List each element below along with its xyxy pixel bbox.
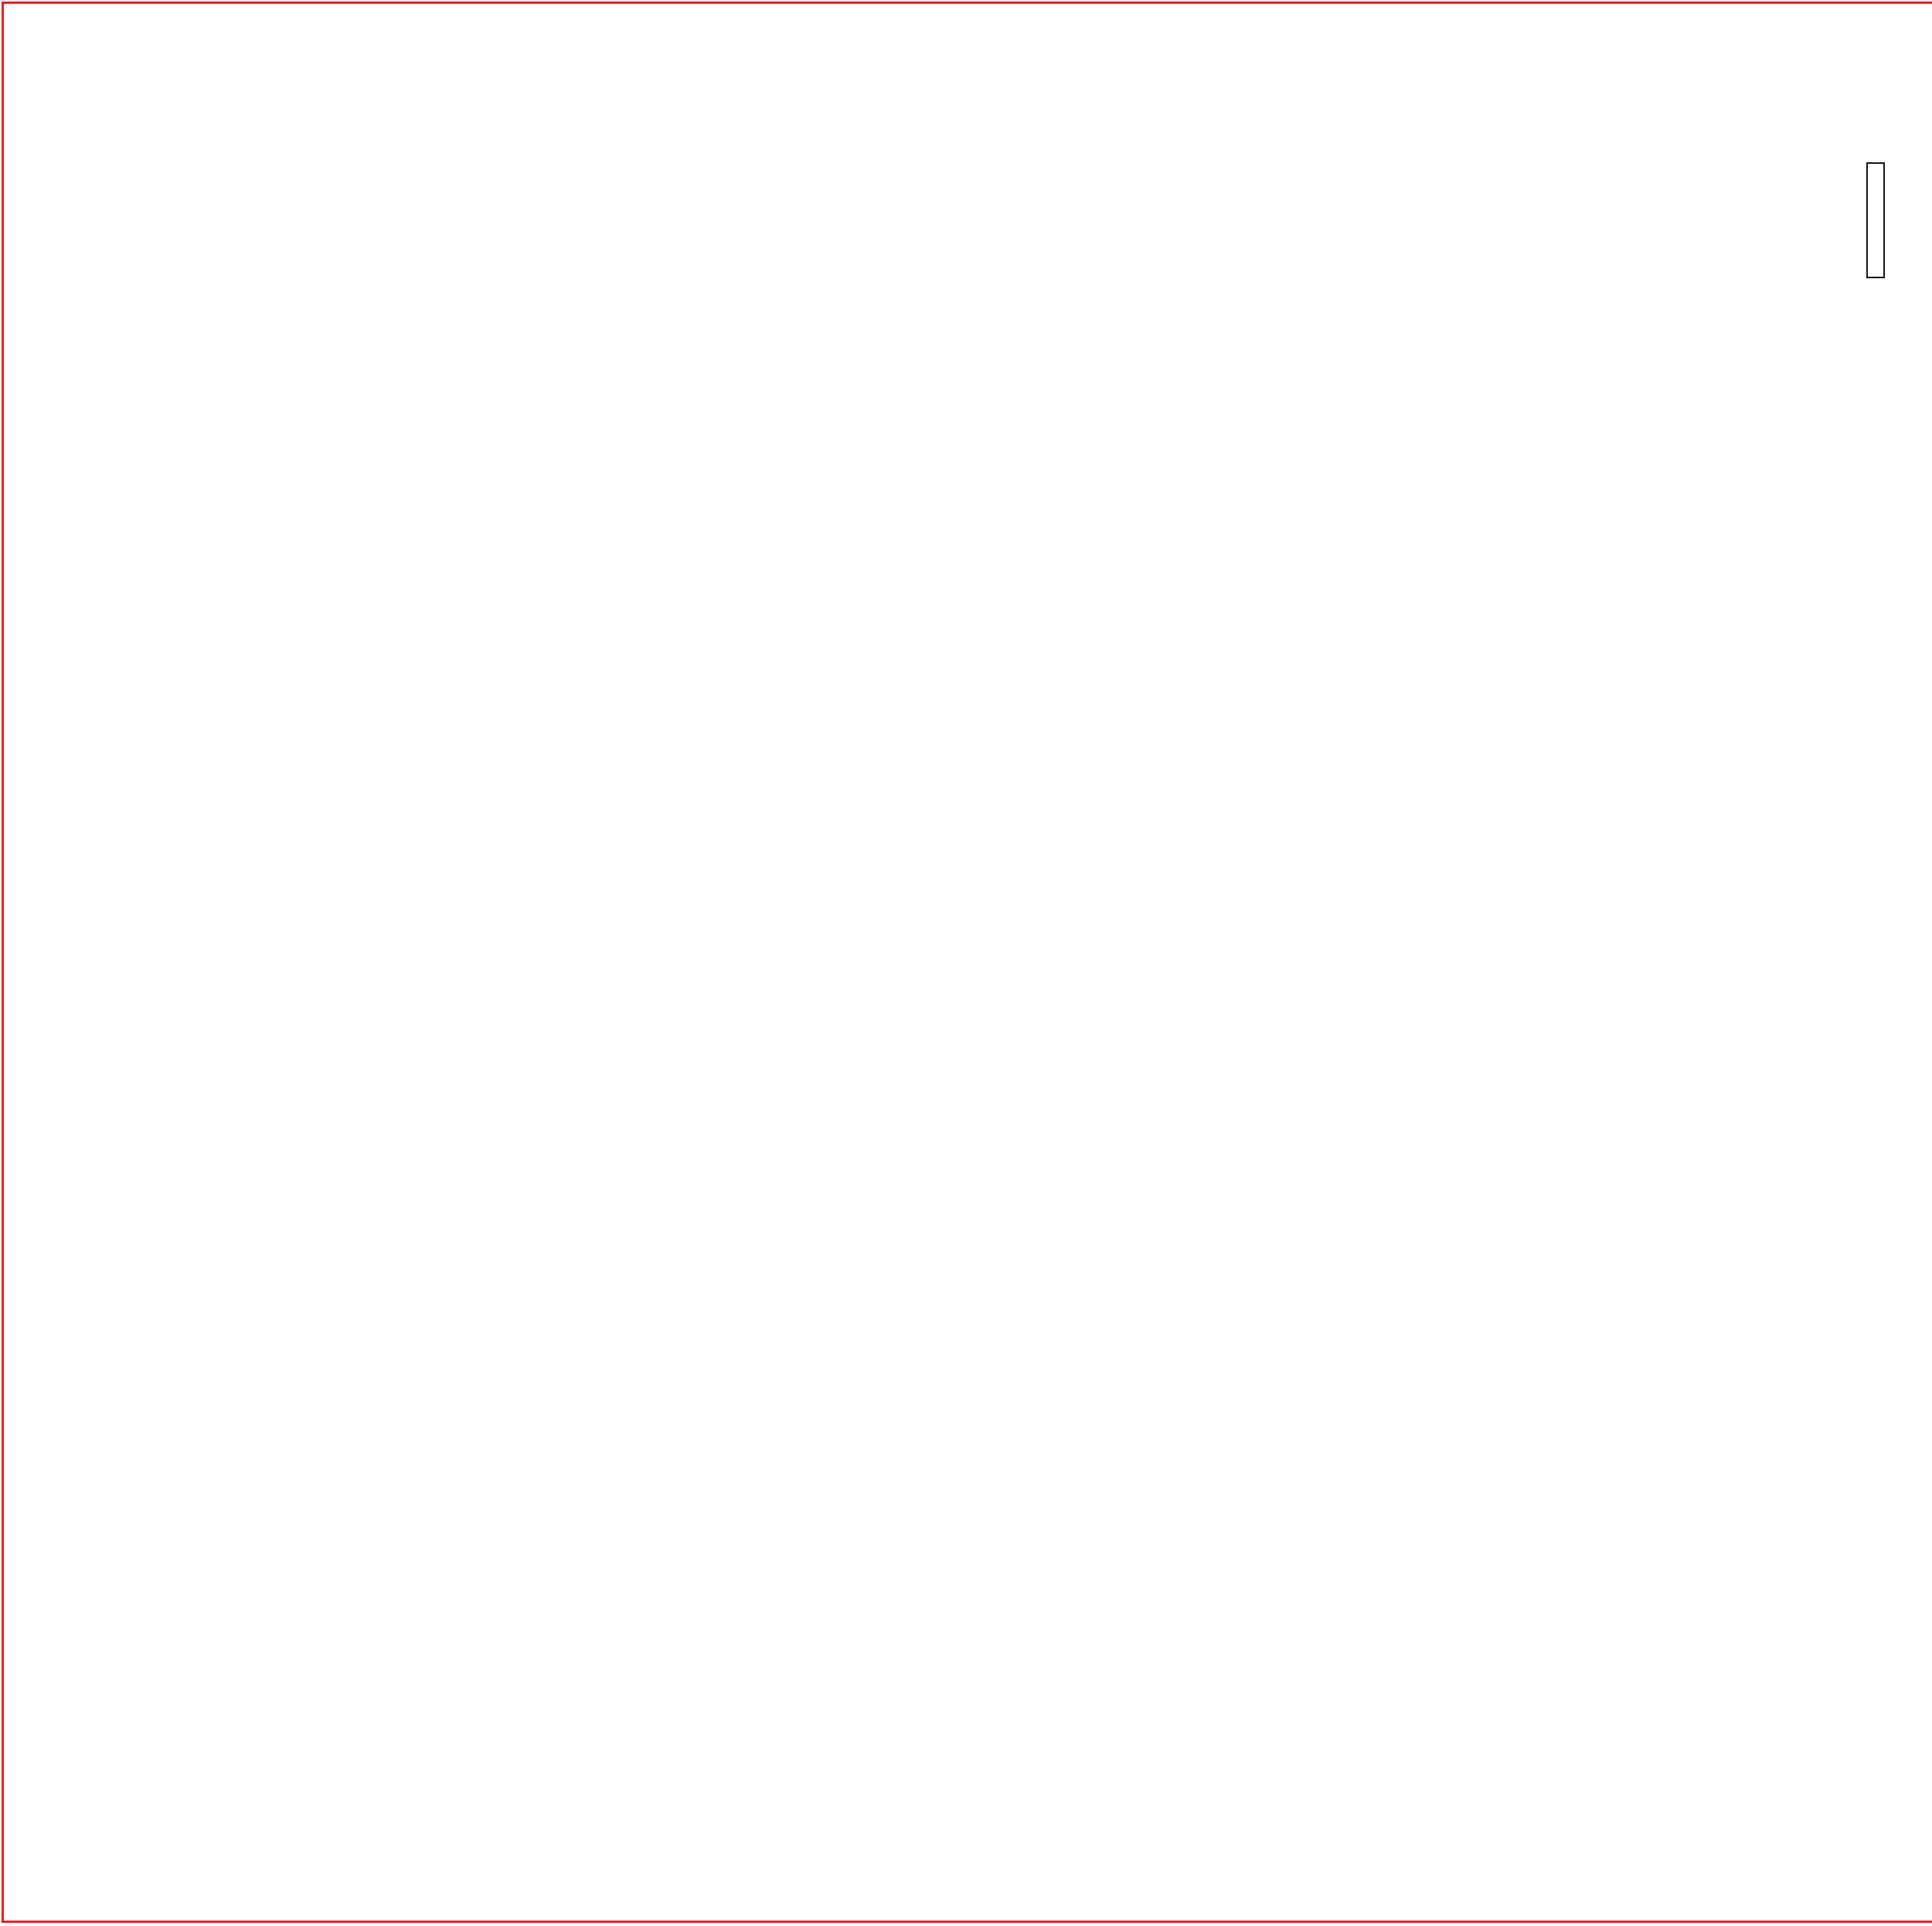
- author-box: [1866, 162, 1885, 278]
